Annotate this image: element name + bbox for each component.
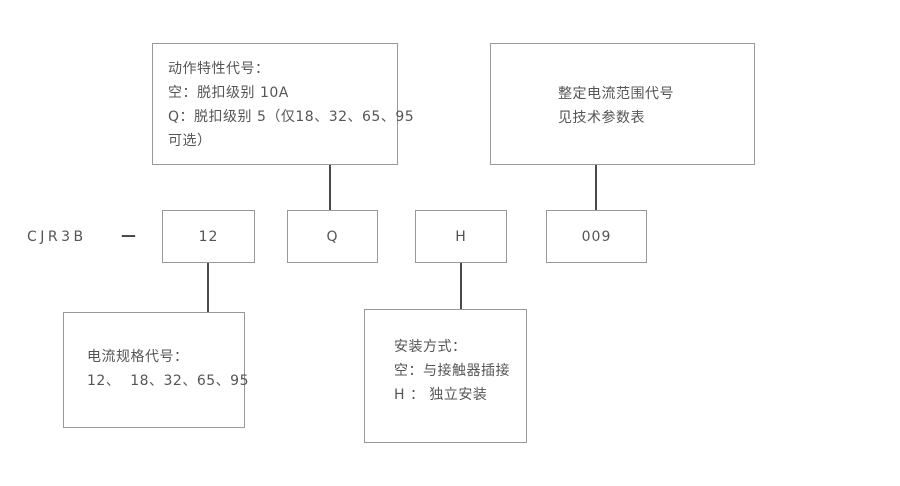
callout-current-spec: 电流规格代号： 12、 18、32、65、95 bbox=[63, 312, 249, 428]
model-prefix-label: CJR3B bbox=[27, 229, 87, 245]
connector-trip-class-line bbox=[329, 165, 331, 210]
code-box-trip-class: Q bbox=[287, 210, 378, 263]
code-value: Q bbox=[326, 228, 339, 245]
callout-line: Q：脱扣级别 5（仅18、32、65、95 bbox=[168, 109, 415, 125]
connector-setting-current-line bbox=[595, 165, 597, 210]
callout-line: 可选） bbox=[168, 133, 212, 149]
callout-line: 空：与接触器插接 bbox=[394, 363, 510, 379]
connector-current-spec-line bbox=[207, 263, 209, 312]
callout-line: 动作特性代号： bbox=[168, 61, 270, 77]
callout-line: H ： 独立安装 bbox=[394, 387, 488, 403]
callout-line: 电流规格代号： bbox=[87, 349, 189, 365]
callout-line: 12、 18、32、65、95 bbox=[87, 373, 249, 389]
callout-line: 安装方式： bbox=[394, 339, 467, 355]
code-box-mounting-mode: H bbox=[415, 210, 507, 263]
code-value: 12 bbox=[198, 228, 219, 245]
code-box-setting-current: 009 bbox=[546, 210, 647, 263]
callout-line: 整定电流范围代号 bbox=[558, 86, 674, 102]
callout-mounting-mode: 安装方式： 空：与接触器插接 H ： 独立安装 bbox=[364, 309, 527, 443]
callout-trip-class: 动作特性代号： 空：脱扣级别 10A Q：脱扣级别 5（仅18、32、65、95… bbox=[152, 43, 415, 165]
connector-mounting-line bbox=[460, 263, 462, 309]
code-box-current-spec: 12 bbox=[162, 210, 255, 263]
callout-setting-current-range: 整定电流范围代号 见技术参数表 bbox=[490, 43, 755, 165]
separator-dash: — bbox=[121, 226, 136, 244]
callout-line: 见技术参数表 bbox=[558, 110, 645, 126]
callout-line: 空：脱扣级别 10A bbox=[168, 85, 289, 101]
code-value: 009 bbox=[581, 228, 612, 245]
code-value: H bbox=[455, 228, 467, 245]
